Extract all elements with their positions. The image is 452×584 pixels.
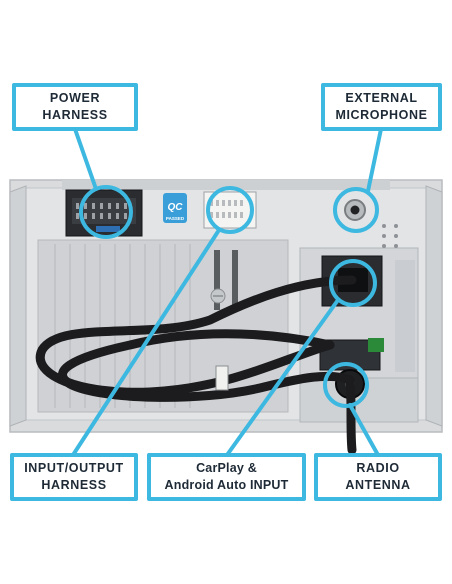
carplay-label-line2: Android Auto INPUT <box>164 478 289 492</box>
mic-leader <box>366 127 383 193</box>
mic-label-line1: EXTERNAL <box>345 91 418 105</box>
leader-lines <box>71 127 383 457</box>
io-label-line1: INPUT/OUTPUT <box>24 461 124 475</box>
input-output-harness-callout: INPUT/OUTPUT HARNESS <box>10 453 138 501</box>
antenna-highlight-ring <box>323 362 369 408</box>
qc-passed-badge: QC PASSED <box>163 193 187 223</box>
cable-label-tag <box>215 365 229 391</box>
microphone-jack <box>344 199 366 221</box>
power-highlight-ring <box>79 185 133 239</box>
mic-highlight-ring <box>333 187 379 233</box>
svg-text:QC: QC <box>168 202 184 213</box>
antenna-leader <box>348 403 380 457</box>
external-microphone-callout: EXTERNAL MICROPHONE <box>321 83 442 131</box>
power-label-line2: HARNESS <box>42 108 108 122</box>
power-label-line1: POWER <box>49 91 101 105</box>
power-leader <box>73 127 98 191</box>
svg-text:PASSED: PASSED <box>166 216 185 221</box>
io-highlight-ring <box>206 186 254 234</box>
io-label-line2: HARNESS <box>41 478 107 492</box>
carplay-highlight-ring <box>329 259 377 307</box>
highlight-rings <box>79 185 379 408</box>
radio-antenna-callout: RADIO ANTENNA <box>314 453 442 501</box>
io-leader <box>71 228 221 457</box>
carplay-leader <box>225 298 340 457</box>
carplay-label-line1: CarPlay & <box>196 461 257 475</box>
radio-label-line1: RADIO <box>356 461 400 475</box>
mic-label-line2: MICROPHONE <box>335 108 428 122</box>
power-harness-callout: POWER HARNESS <box>12 83 138 131</box>
radio-label-line2: ANTENNA <box>345 478 411 492</box>
carplay-android-auto-callout: CarPlay & Android Auto INPUT <box>147 453 306 501</box>
